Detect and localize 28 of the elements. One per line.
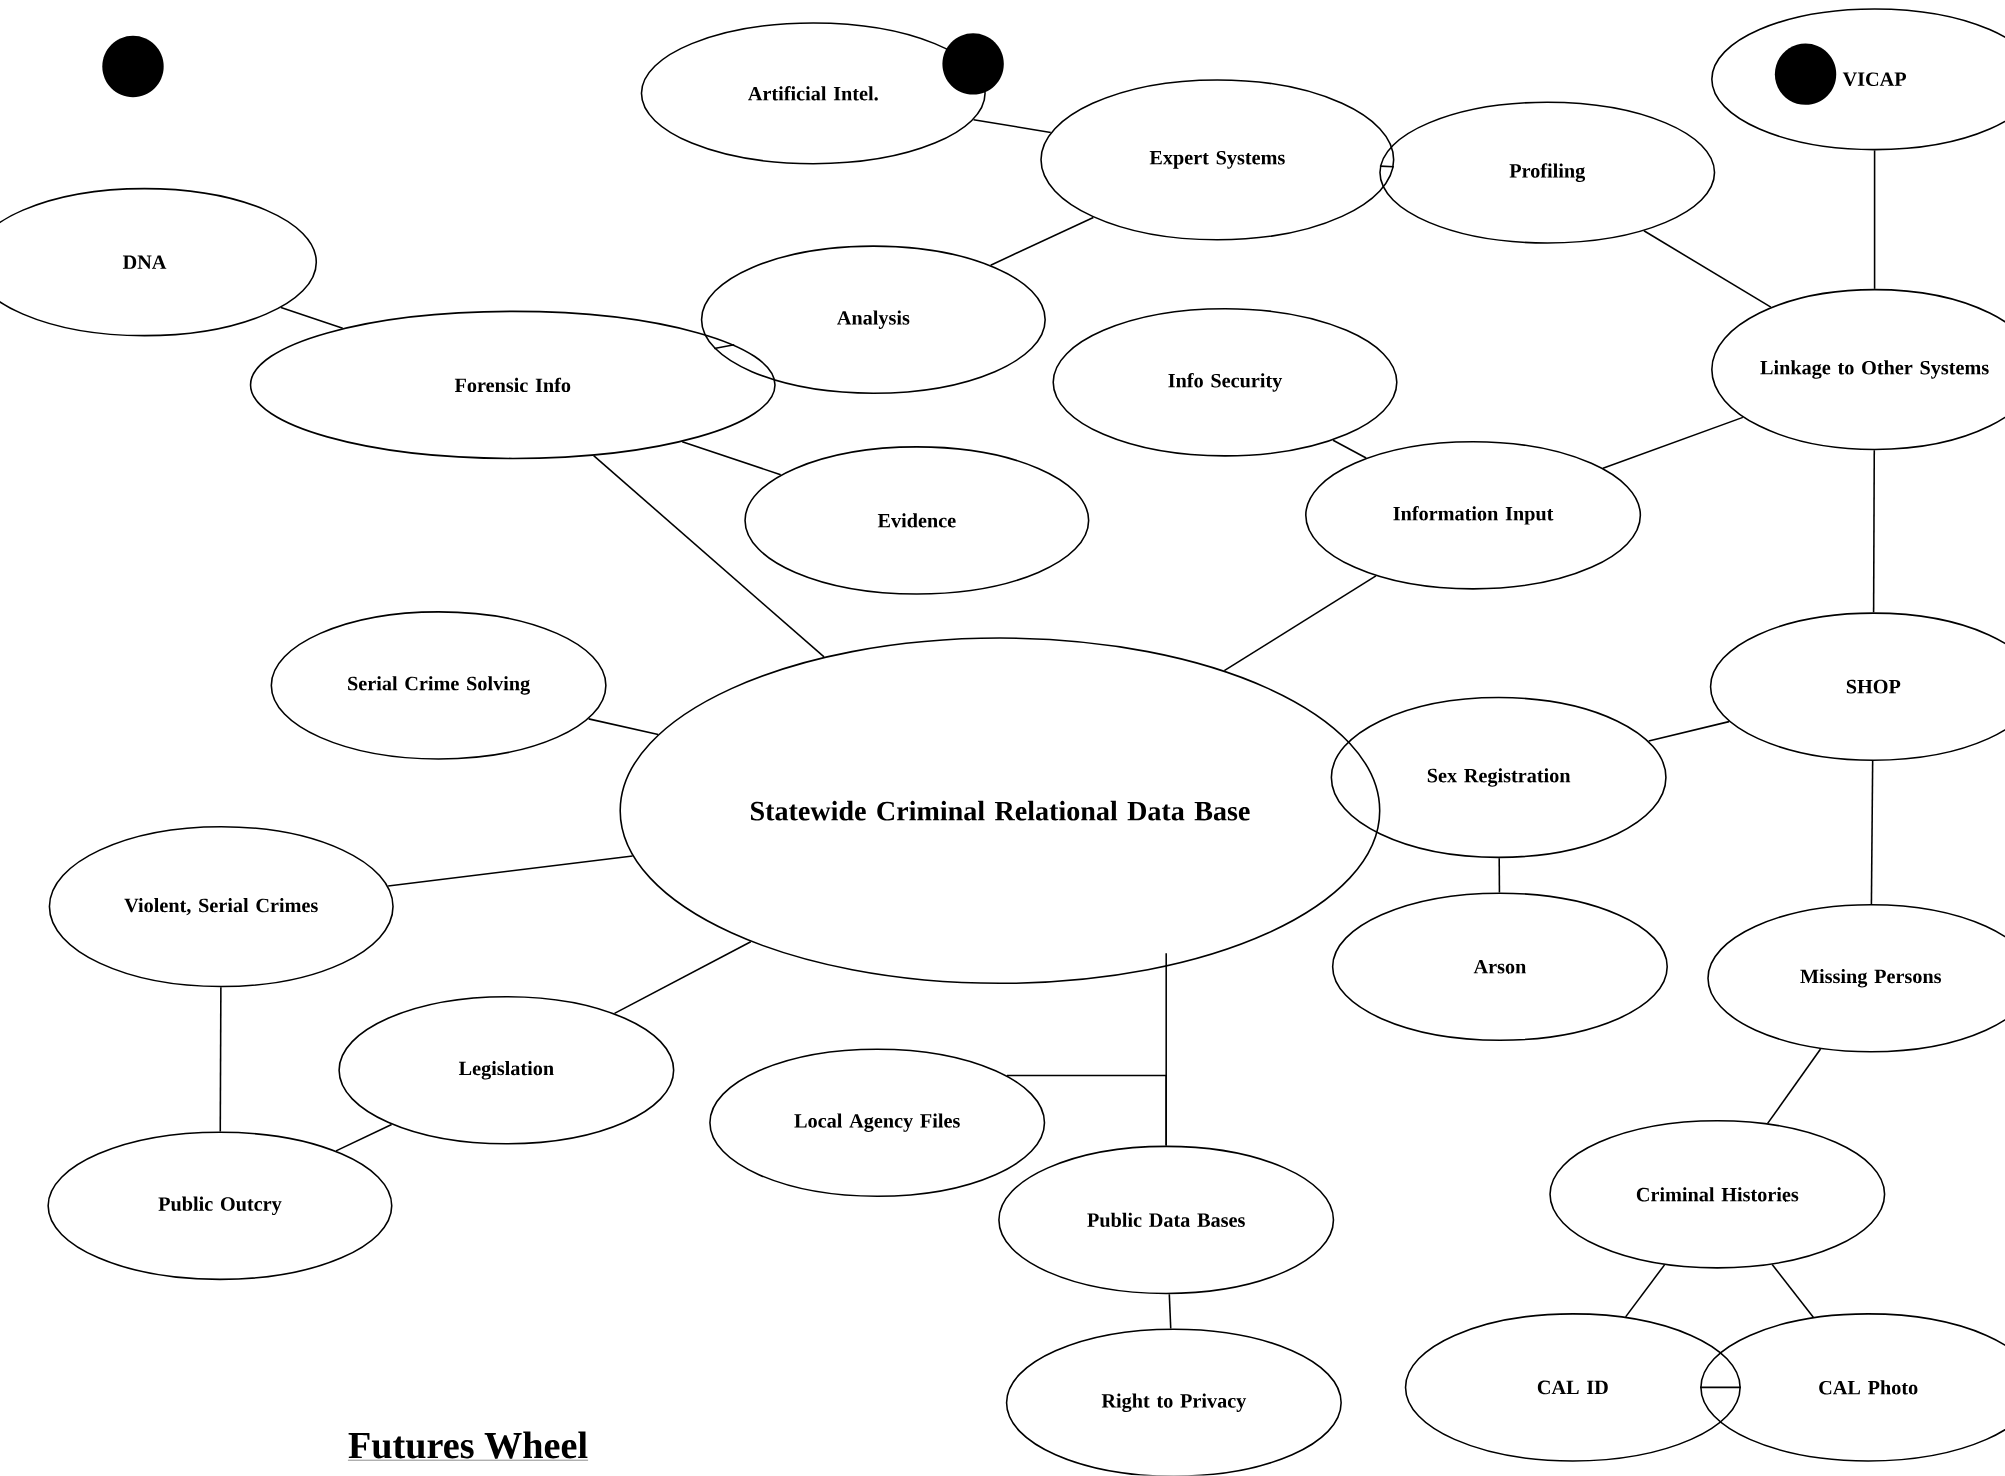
connector-line [387,855,634,888]
connector-line [1870,760,1874,905]
connector-line [1168,1293,1172,1330]
connector-line [587,718,659,736]
connector-line [335,1123,393,1152]
connector-line [1602,416,1744,470]
connector-line [592,455,825,658]
connector-line [1873,149,1876,290]
connector-line [1647,721,1730,743]
connector-line [613,941,752,1015]
connector-line [1699,1386,1742,1389]
connector-line [1498,857,1501,894]
connector-line [713,344,736,350]
connector-line [1332,439,1367,459]
connector-line [1643,230,1772,309]
connector-line [989,216,1095,267]
connector-line [972,119,1052,134]
connector-line [1771,1263,1815,1319]
connector-line [219,986,222,1133]
connector-line [1872,449,1876,614]
connector-line [681,441,782,476]
title: Futures Wheel [347,1431,589,1461]
connector-line [1379,165,1395,168]
connector-line [1624,1264,1666,1318]
connector-line [1766,1048,1822,1125]
connector-line [280,307,344,330]
connector-line [1006,1074,1167,1147]
connector-line [1223,575,1377,672]
